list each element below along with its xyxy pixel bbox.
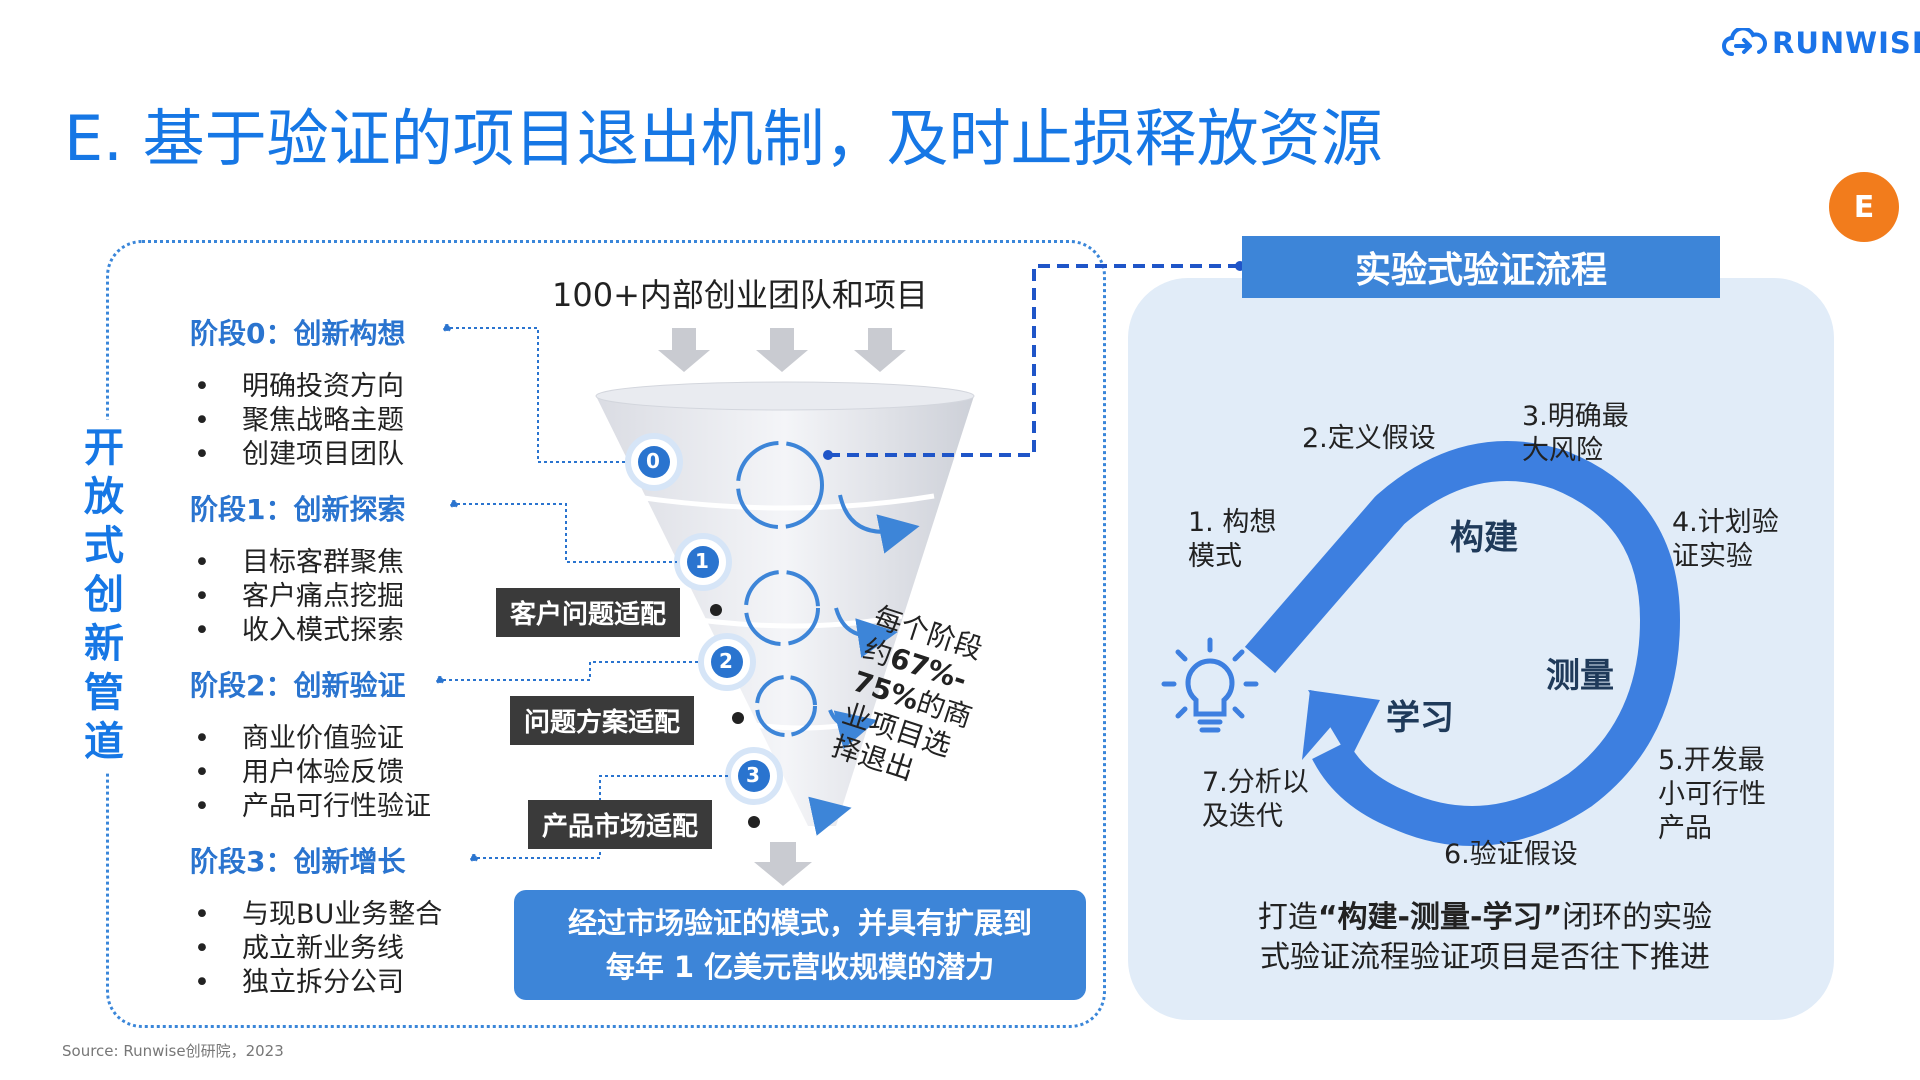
list-item: 聚焦战略主题 — [194, 404, 405, 438]
list-item: 产品可行性验证 — [194, 790, 431, 824]
stage-bullets: 商业价值验证 用户体验反馈 产品可行性验证 — [194, 722, 431, 824]
process-title: 实验式验证流程 — [1242, 236, 1720, 298]
fit-label-product-market: 产品市场适配 — [528, 800, 713, 849]
stage-number: 0 — [646, 449, 660, 473]
stage-bullets: 与现BU业务整合 成立新业务线 独立拆分公司 — [194, 898, 442, 1000]
stage-bullets: 明确投资方向 聚焦战略主题 创建项目团队 — [194, 370, 405, 472]
list-item: 用户体验反馈 — [194, 756, 431, 790]
stage-3: 阶段3：创新增长 与现BU业务整合 成立新业务线 独立拆分公司 — [190, 840, 442, 1000]
stage-number-markers — [625, 433, 783, 805]
step-7: 7.分析以及迭代 — [1202, 767, 1309, 832]
runwise-logo: RUNWISE — [1722, 26, 1920, 60]
stage-2: 阶段2：创新验证 商业价值验证 用户体验反馈 产品可行性验证 — [190, 664, 431, 824]
cloud-logo-icon — [1722, 28, 1767, 56]
list-item: 成立新业务线 — [194, 932, 442, 966]
logo-text: RUNWISE — [1772, 26, 1920, 60]
funnel-cycle-icons — [736, 441, 920, 836]
output-arrow — [754, 842, 812, 886]
stage-number: 1 — [695, 549, 709, 573]
step-1: 1. 构想模式 — [1188, 507, 1277, 572]
step-2: 2.定义假设 — [1302, 423, 1436, 454]
list-item: 明确投资方向 — [194, 370, 405, 404]
stage-title: 阶段1：创新探索 — [190, 493, 406, 526]
step-5: 5.开发最小可行性产品 — [1658, 745, 1766, 844]
funnel-shape — [596, 383, 974, 826]
phase-build: 构建 — [1450, 518, 1518, 558]
stage-title: 阶段0：创新构想 — [190, 317, 406, 350]
lightbulb-icon — [1161, 637, 1259, 733]
stage-number: 3 — [746, 763, 760, 787]
process-summary: 打造“构建-测量-学习”闭环的实验 式验证流程验证项目是否往下推进 — [1257, 900, 1713, 975]
input-arrows — [658, 328, 906, 886]
process-panel — [1128, 278, 1834, 1020]
cycle-arrow — [1244, 441, 1680, 846]
fit-label-problem-solution: 问题方案适配 — [510, 696, 695, 745]
step-6: 6.验证假设 — [1444, 839, 1578, 870]
section-badge: E — [1829, 172, 1899, 242]
list-item: 商业价值验证 — [194, 722, 431, 756]
list-item: 目标客群聚焦 — [194, 546, 405, 580]
list-item: 独立拆分公司 — [194, 966, 442, 1000]
list-item: 客户痛点挖掘 — [194, 580, 405, 614]
funnel-result-box: 经过市场验证的模式，并具有扩展到 每年 1 亿美元营收规模的潜力 — [514, 890, 1086, 1000]
phase-measure: 测量 — [1546, 656, 1614, 696]
stage-0: 阶段0：创新构想 明确投资方向 聚焦战略主题 创建项目团队 — [190, 312, 405, 472]
process-link-line — [828, 264, 1240, 457]
list-item: 创建项目团队 — [194, 438, 405, 472]
list-item: 收入模式探索 — [194, 614, 405, 648]
step-4: 4.计划验证实验 — [1672, 507, 1779, 572]
stage-title: 阶段3：创新增长 — [190, 845, 406, 878]
page-title: E. 基于验证的项目退出机制，及时止损释放资源 — [64, 102, 1383, 175]
funnel-input-label: 100+内部创业团队和项目 — [552, 276, 928, 314]
stage-bullets: 目标客群聚焦 客户痛点挖掘 收入模式探索 — [194, 546, 405, 648]
step-3: 3.明确最大风险 — [1522, 401, 1629, 466]
stage-title: 阶段2：创新验证 — [190, 669, 406, 702]
stage-number: 2 — [719, 649, 733, 673]
phase-learn: 学习 — [1386, 698, 1454, 738]
list-item: 与现BU业务整合 — [194, 898, 442, 932]
stage-1: 阶段1：创新探索 目标客群聚焦 客户痛点挖掘 收入模式探索 — [190, 488, 405, 648]
pipeline-vertical-label: 开放式创新管道 — [82, 420, 126, 771]
fit-label-customer-problem: 客户问题适配 — [496, 588, 681, 637]
source-note: Source: Runwise创研院，2023 — [62, 1042, 284, 1060]
